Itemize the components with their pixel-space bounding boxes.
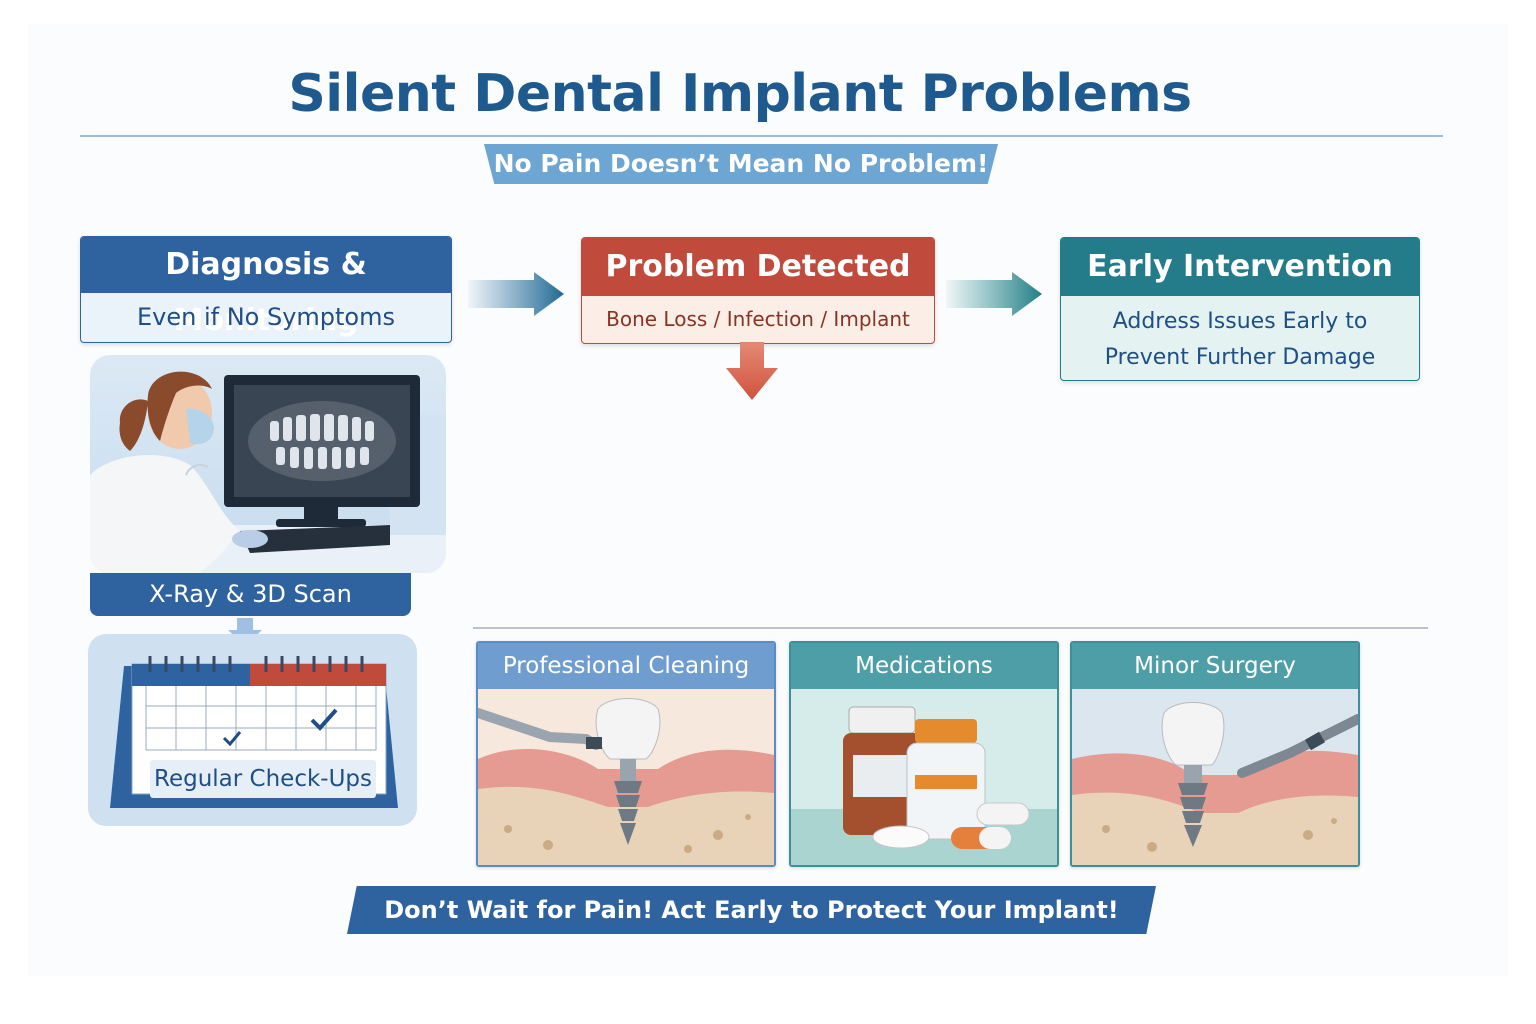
title-divider <box>80 135 1443 137</box>
treatment-surgery-title: Minor Surgery <box>1072 643 1358 689</box>
section-divider <box>473 627 1428 629</box>
dental-implant-icon <box>478 689 774 865</box>
checkmark-icon <box>222 731 242 747</box>
step-diagnosis-sub: Even if No Symptoms <box>136 303 395 331</box>
step-problem-sub: Bone Loss / Infection / Implant Issue <box>606 307 910 331</box>
checkup-calendar-card: Regular Check-Ups <box>88 634 417 826</box>
treatment-surgery-panel: Minor Surgery <box>1070 641 1360 867</box>
step-diagnosis-box: Diagnosis & Monitoring Even if No Sympto… <box>80 236 452 343</box>
checkmark-icon <box>310 708 338 731</box>
step-intervention-sub: Address Issues Early to Prevent Further … <box>1061 296 1419 376</box>
step-problem-title: Problem Detected <box>582 238 934 296</box>
dentist-computer-icon <box>90 371 446 573</box>
xray-scene-illustration <box>90 355 446 573</box>
surgical-tool-icon <box>1237 714 1358 778</box>
subtitle-text: No Pain Doesn’t Mean No Problem! <box>493 149 989 178</box>
cleaning-tool-icon <box>478 708 602 750</box>
right-arrow-icon <box>468 272 564 316</box>
treatment-medications-panel: Medications <box>789 641 1059 867</box>
down-arrow-icon <box>726 342 778 400</box>
medicine-bottle-icon <box>791 689 1057 865</box>
step-problem-box: Problem Detected Bone Loss / Infection /… <box>581 237 935 344</box>
page-title: Silent Dental Implant Problems <box>288 64 1192 124</box>
treatment-cleaning-title: Professional Cleaning <box>478 643 774 689</box>
pill-icon <box>976 802 1030 826</box>
footer-text: Don’t Wait for Pain! Act Early to Protec… <box>384 896 1119 924</box>
down-arrow-icon <box>228 618 262 646</box>
calendar-icon <box>110 656 398 808</box>
treatment-medications-title: Medications <box>791 643 1057 689</box>
footer-banner <box>347 886 1156 934</box>
xray-scan-label: X-Ray & 3D Scan <box>90 573 411 616</box>
pill-icon <box>872 825 930 849</box>
step-diagnosis-title: Diagnosis & Monitoring <box>81 237 451 338</box>
treatment-cleaning-panel: Professional Cleaning <box>476 641 776 867</box>
step-intervention-title: Early Intervention <box>1061 238 1419 296</box>
xray-monitor-icon <box>224 375 420 527</box>
right-arrow-icon <box>946 272 1042 316</box>
step-intervention-line-1: Address Issues Early to <box>1112 309 1368 334</box>
step-intervention-line-2: Prevent Further Damage <box>1104 345 1376 370</box>
step-intervention-box: Early Intervention Address Issues Early … <box>1060 237 1420 381</box>
subtitle-ribbon <box>484 144 998 184</box>
checkup-label: Regular Check-Ups <box>154 766 372 792</box>
dental-implant-icon <box>1072 689 1358 865</box>
